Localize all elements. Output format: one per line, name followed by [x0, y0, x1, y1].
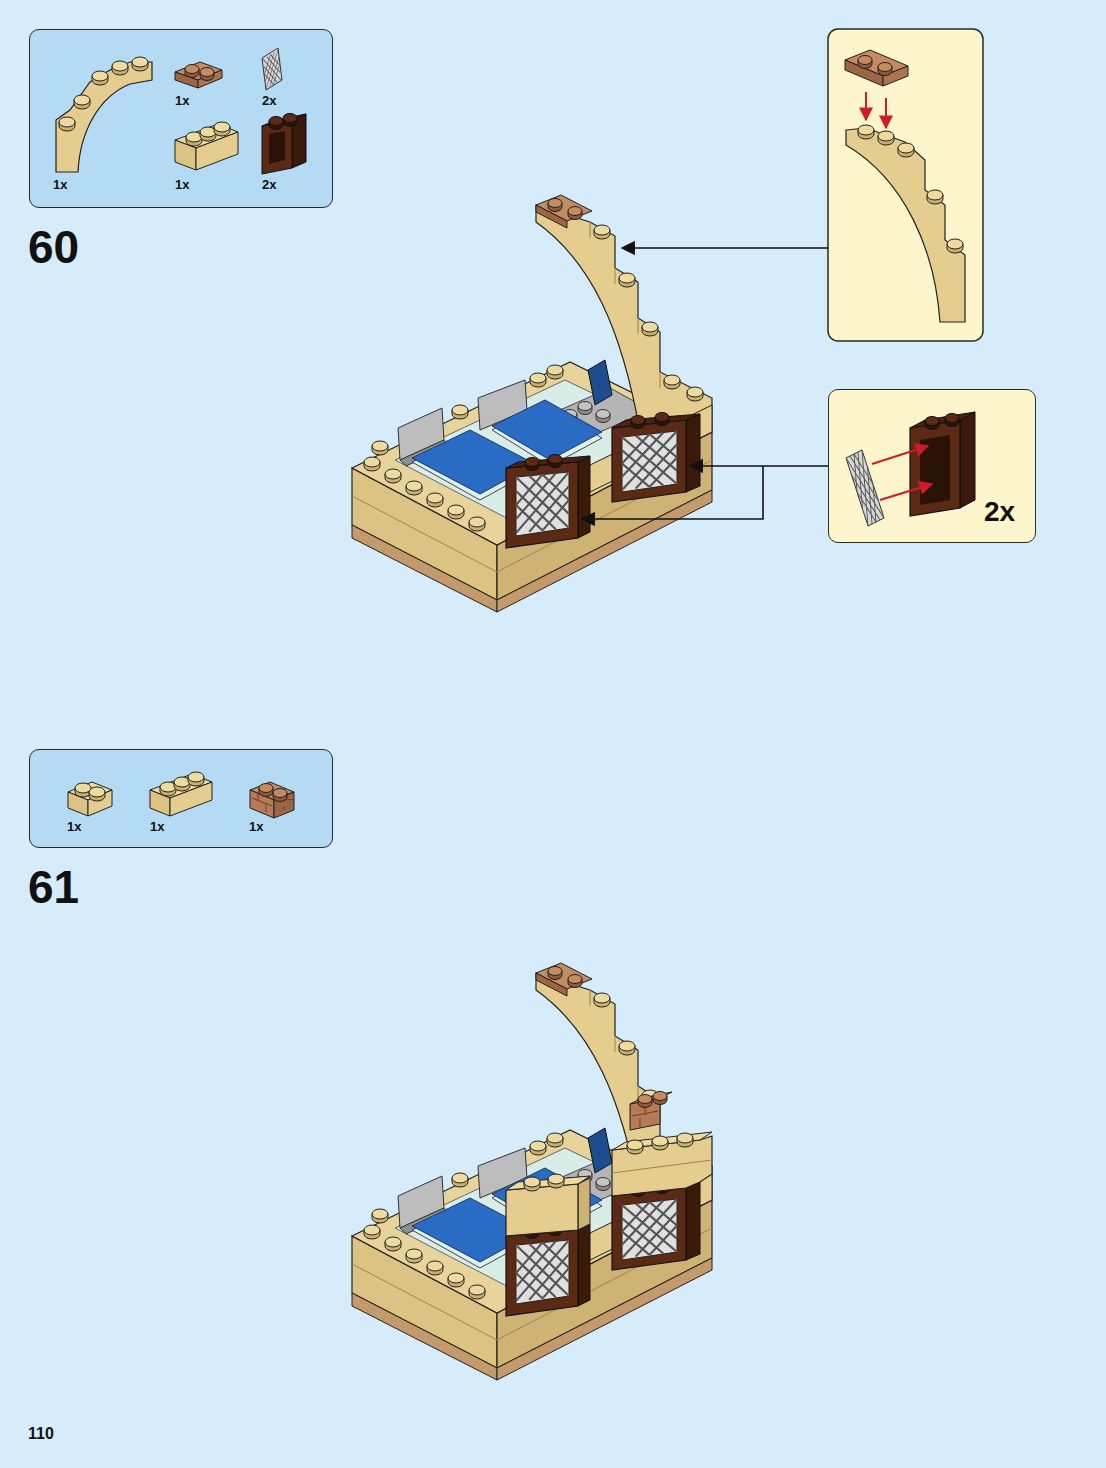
step-number: 60 [28, 224, 79, 270]
quantity-multiplier: 2x [984, 498, 1015, 526]
step-number: 61 [28, 864, 79, 910]
part-quantity: 1x [175, 178, 189, 191]
assembly-callout: 2x [828, 389, 1036, 543]
parts-list: 1x 1x 2x 1x 2x [29, 29, 333, 208]
page-number: 110 [28, 1426, 54, 1442]
part-quantity: 2x [262, 178, 276, 191]
part-quantity: 1x [249, 820, 263, 833]
part-quantity: 1x [67, 820, 81, 833]
parts-list: 1x 1x 1x [29, 749, 333, 848]
part-quantity: 1x [150, 820, 164, 833]
part-quantity: 2x [262, 94, 276, 107]
part-quantity: 1x [175, 94, 189, 107]
part-quantity: 1x [53, 178, 67, 191]
